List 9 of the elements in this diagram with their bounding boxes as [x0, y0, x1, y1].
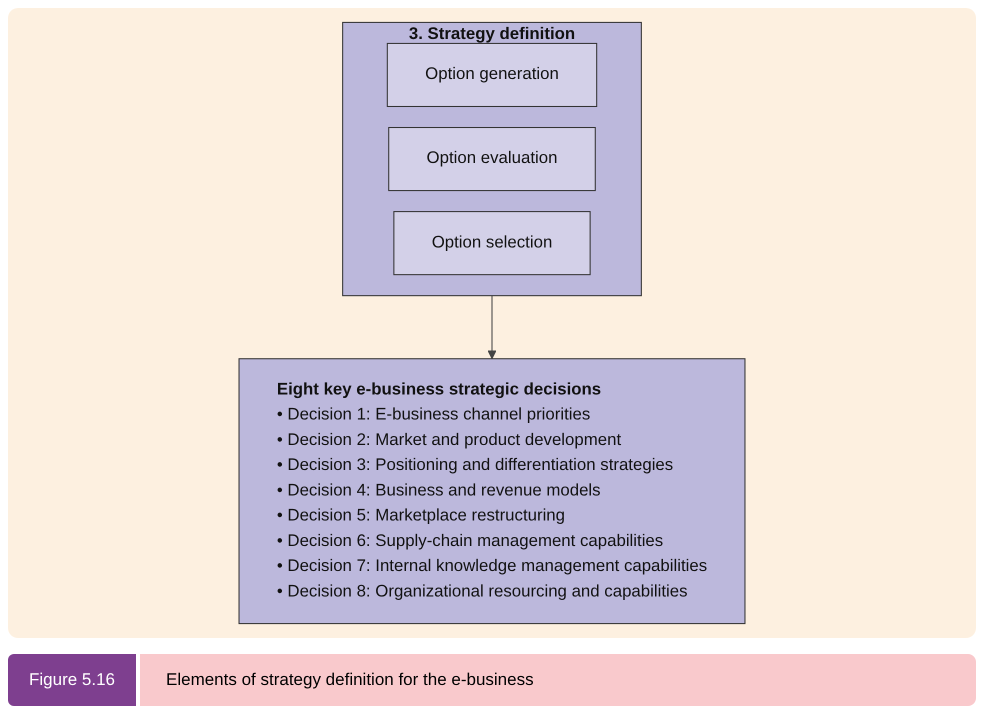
caption: Elements of strategy definition for the e-business — [140, 654, 976, 706]
figure-number: Figure 5.16 — [8, 654, 136, 706]
node-box — [388, 126, 596, 192]
diagram-background: 3. Strategy definition Option generation Option evaluation Option selection Eight key e-business strategic decisions • Decision 1: E-business channel priorities • Decision 2: Market and product development • Decision 3: Positioning and differentiation strategies • Decision 4: Business and revenue models • Decision 5: Marketplace restructuring • Decision 6: Supply-chain management capabilities • Decision 7: Internal knowledge management capabilities • Decision 8: Organizational resourcing and capabilities — [8, 8, 976, 638]
cluster — [342, 22, 642, 296]
arrow — [487, 296, 497, 360]
node-box — [238, 358, 746, 624]
node-box — [386, 42, 598, 108]
node-box — [393, 211, 591, 276]
